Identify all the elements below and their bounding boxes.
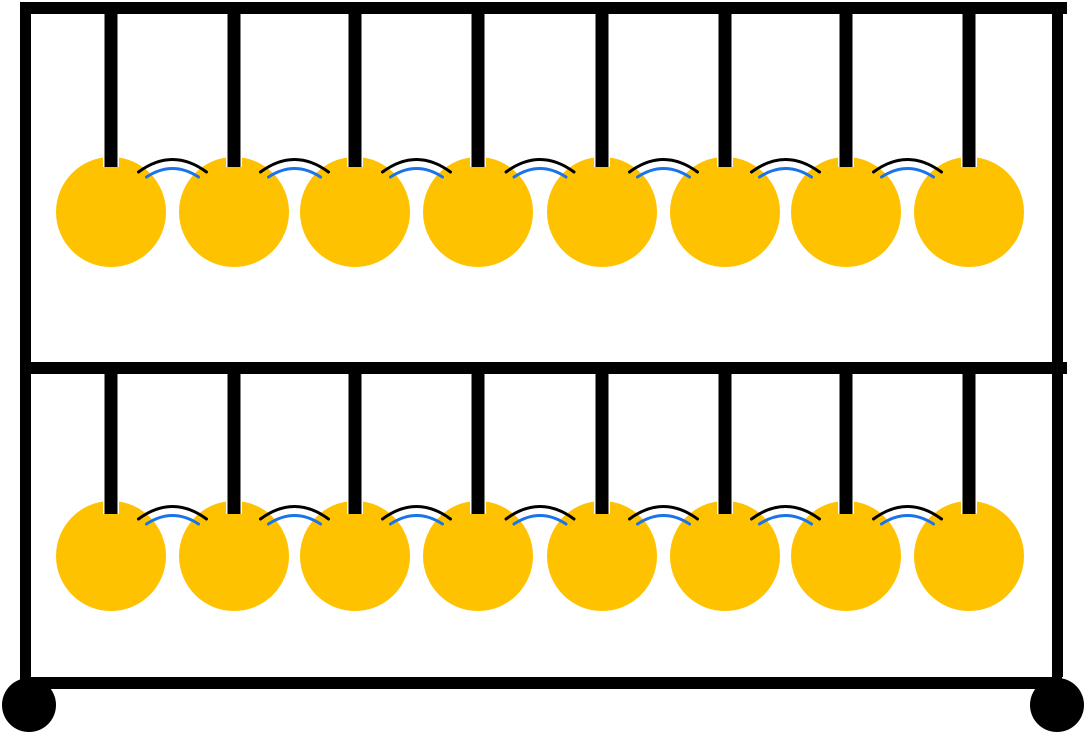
arc-inner-row1-5: [636, 167, 691, 179]
arc-outer-row2-2: [259, 505, 330, 521]
ball-row2-3: [300, 501, 410, 611]
rod-row1-7: [839, 14, 853, 167]
ball-row2-8: [914, 501, 1024, 611]
arc-inner-row1-1: [145, 167, 200, 179]
ball-row2-5: [547, 501, 657, 611]
arc-inner-row1-2: [267, 167, 322, 179]
rod-row2-3: [348, 374, 362, 514]
arc-inner-row2-2: [267, 514, 322, 526]
frame-right-post-lower: [1052, 374, 1063, 677]
rod-row1-2: [227, 14, 241, 167]
frame-middle-bar: [20, 362, 1067, 374]
rod-row1-6: [718, 14, 732, 167]
ball-row1-6: [670, 157, 780, 267]
rod-row1-8: [962, 14, 976, 167]
ball-row1-4: [423, 157, 533, 267]
rod-row2-8: [962, 374, 976, 514]
ball-row2-4: [423, 501, 533, 611]
arc-outer-row2-5: [628, 505, 699, 521]
arc-outer-row2-4: [504, 505, 576, 521]
arc-outer-row1-2: [259, 158, 330, 174]
ball-row2-7: [791, 501, 901, 611]
arc-inner-row2-3: [389, 514, 444, 526]
arc-outer-row2-3: [381, 505, 452, 521]
ball-row1-5: [547, 157, 657, 267]
arc-inner-row2-5: [636, 514, 691, 526]
arc-inner-row2-4: [512, 514, 568, 526]
rod-row2-7: [839, 374, 853, 514]
arc-outer-row1-4: [504, 158, 576, 174]
ball-row1-8: [914, 157, 1024, 267]
arc-outer-row1-1: [137, 158, 208, 174]
frame-left-post-upper: [20, 14, 31, 362]
arc-outer-row2-6: [750, 505, 821, 521]
rod-row2-4: [471, 374, 485, 514]
ball-row2-1: [56, 501, 166, 611]
rod-row1-1: [104, 14, 118, 167]
rod-row1-4: [471, 14, 485, 167]
frame-left-post-lower: [20, 374, 31, 677]
wheel-right: [1030, 678, 1084, 732]
ball-row1-2: [179, 157, 289, 267]
ball-row2-2: [179, 501, 289, 611]
arc-outer-row1-5: [628, 158, 699, 174]
rod-row2-5: [595, 374, 609, 514]
arc-inner-row1-7: [880, 167, 935, 179]
ball-row1-1: [56, 157, 166, 267]
ball-row2-6: [670, 501, 780, 611]
arc-inner-row2-6: [758, 514, 813, 526]
arc-outer-row1-6: [750, 158, 821, 174]
arc-inner-row1-4: [512, 167, 568, 179]
frame-bottom-bar: [20, 677, 1062, 689]
rod-row2-1: [104, 374, 118, 514]
arc-outer-row2-1: [137, 505, 208, 521]
rod-row2-6: [718, 374, 732, 514]
frame-top-bar: [20, 2, 1067, 14]
ball-row1-3: [300, 157, 410, 267]
arc-outer-row1-7: [872, 158, 943, 174]
arc-inner-row1-3: [389, 167, 444, 179]
arc-outer-row2-7: [872, 505, 943, 521]
arc-inner-row2-7: [880, 514, 935, 526]
arc-inner-row2-1: [145, 514, 200, 526]
ball-row1-7: [791, 157, 901, 267]
rod-row1-3: [348, 14, 362, 167]
frame-right-post-upper: [1052, 14, 1063, 362]
rod-row1-5: [595, 14, 609, 167]
arc-outer-row1-3: [381, 158, 452, 174]
wheel-left: [2, 678, 56, 732]
arc-inner-row1-6: [758, 167, 813, 179]
rod-row2-2: [227, 374, 241, 514]
